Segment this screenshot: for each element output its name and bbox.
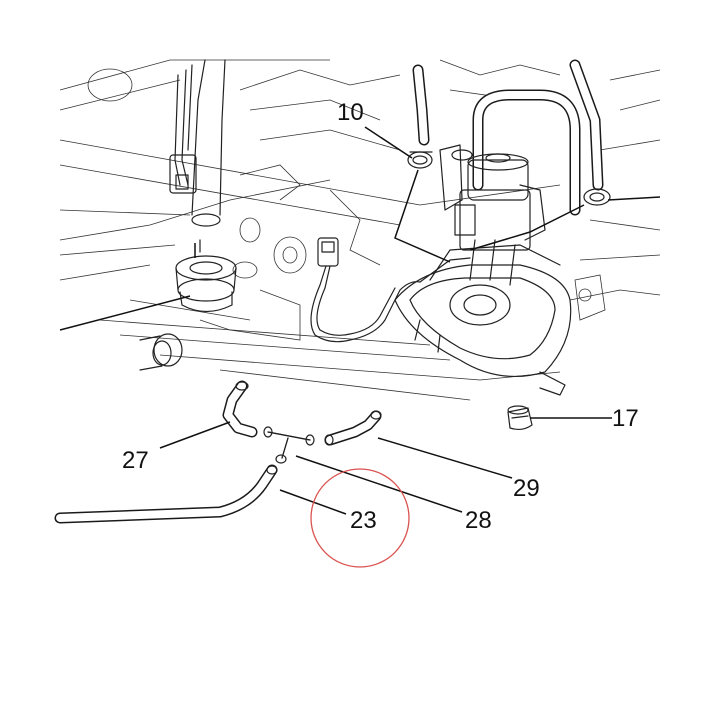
hose-clamp-right xyxy=(583,188,611,206)
leader-lines xyxy=(59,126,661,515)
tee-fitting-28 xyxy=(263,426,315,464)
hose-clamp-10 xyxy=(407,151,433,169)
pump-wire xyxy=(310,237,471,343)
label-part-10: 10 xyxy=(337,99,364,126)
highlight-circle xyxy=(310,468,410,568)
grommet xyxy=(175,255,237,313)
frame-background xyxy=(59,59,661,401)
filler-tube-assembly xyxy=(169,59,237,313)
wire-connector xyxy=(169,154,197,194)
label-part-17: 17 xyxy=(612,405,639,432)
label-part-28: 28 xyxy=(465,507,492,534)
label-part-23: 23 xyxy=(350,507,377,534)
part-labels: 10 17 27 29 28 23 xyxy=(122,99,639,534)
cap-17 xyxy=(507,405,533,431)
hose-29 xyxy=(324,410,382,446)
hose-27 xyxy=(222,380,258,438)
pump-assembly xyxy=(394,59,611,396)
hose-23 xyxy=(54,464,278,524)
washer xyxy=(139,333,183,371)
label-part-27: 27 xyxy=(122,447,149,474)
label-part-29: 29 xyxy=(513,475,540,502)
pump-wire-connector xyxy=(317,237,339,267)
